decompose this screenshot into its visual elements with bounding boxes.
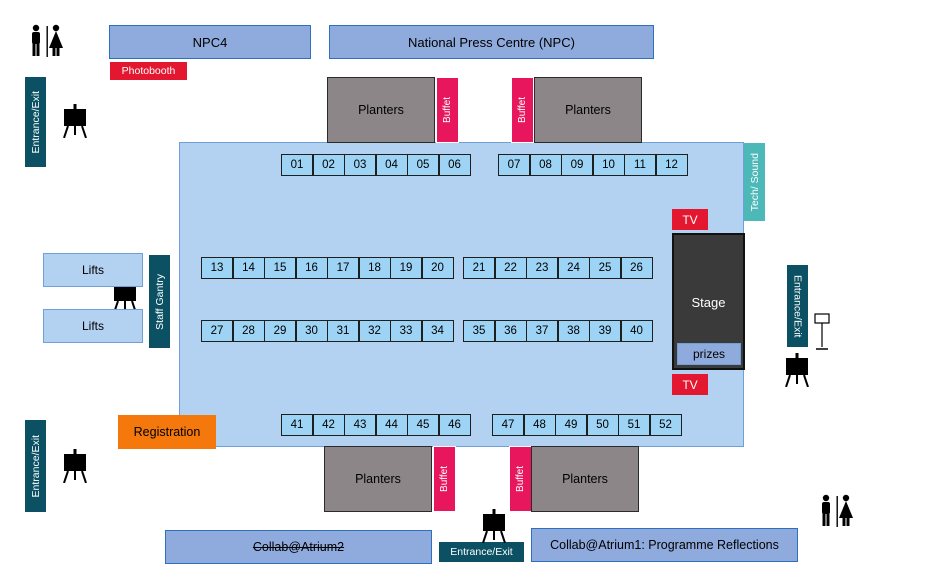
lifts-top: Lifts	[43, 253, 143, 287]
table-18: 18	[358, 257, 391, 279]
table-01: 01	[281, 154, 313, 176]
tv-top: TV	[672, 209, 708, 230]
table-02: 02	[312, 154, 345, 176]
table-08: 08	[529, 154, 562, 176]
table-14: 14	[232, 257, 265, 279]
table-33: 33	[390, 320, 422, 342]
sign-stand-icon	[813, 313, 831, 351]
table-52: 52	[649, 414, 682, 436]
table-12: 12	[655, 154, 688, 176]
restroom-icon	[818, 494, 856, 528]
entrance-exit-bottom-left: Entrance/Exit	[25, 420, 46, 512]
tech-sound-booth: Tech/ Sound	[744, 143, 765, 221]
table-36: 36	[494, 320, 527, 342]
collab-atrium1-room: Collab@Atrium1: Programme Reflections	[531, 528, 798, 562]
entrance-exit-top-left: Entrance/Exit	[25, 77, 46, 167]
registration-desk: Registration	[118, 415, 216, 449]
table-43: 43	[344, 414, 376, 436]
entrance-exit-label: Entrance/Exit	[791, 274, 804, 338]
staff-gantry-label: Staff Gantry	[153, 273, 166, 330]
collab-atrium2-room: Collab@Atrium2	[165, 530, 432, 564]
table-30: 30	[295, 320, 328, 342]
table-39: 39	[589, 320, 621, 342]
easel-icon	[63, 449, 87, 483]
table-20: 20	[421, 257, 454, 279]
table-38: 38	[557, 320, 590, 342]
table-32: 32	[358, 320, 391, 342]
buffet-top-left: Buffet	[436, 77, 459, 143]
entrance-exit-label: Entrance/Exit	[29, 434, 42, 498]
npc4-room: NPC4	[109, 25, 311, 59]
table-04: 04	[375, 154, 408, 176]
table-09: 09	[561, 154, 593, 176]
entrance-exit-label: Entrance/Exit	[29, 90, 42, 154]
table-34: 34	[421, 320, 454, 342]
table-35: 35	[463, 320, 495, 342]
table-07: 07	[498, 154, 530, 176]
buffet-bottom-left: Buffet	[433, 446, 456, 512]
table-27: 27	[201, 320, 233, 342]
table-45: 45	[407, 414, 439, 436]
table-17: 17	[327, 257, 359, 279]
table-47: 47	[492, 414, 524, 436]
collab-atrium2-label: Collab@Atrium2	[252, 540, 345, 554]
tv-bottom: TV	[672, 374, 708, 395]
easel-icon	[785, 353, 809, 387]
table-37: 37	[526, 320, 558, 342]
buffet-top-right: Buffet	[511, 77, 534, 143]
buffet-label: Buffet	[515, 466, 526, 492]
table-50: 50	[586, 414, 619, 436]
table-24: 24	[557, 257, 590, 279]
easel-icon	[63, 104, 87, 138]
table-31: 31	[327, 320, 359, 342]
planters-bottom-left: Planters	[324, 446, 432, 512]
table-05: 05	[407, 154, 439, 176]
table-41: 41	[281, 414, 313, 436]
staff-gantry: Staff Gantry	[149, 255, 170, 348]
table-15: 15	[264, 257, 296, 279]
table-16: 16	[295, 257, 328, 279]
easel-icon	[482, 509, 506, 543]
table-42: 42	[312, 414, 345, 436]
buffet-label: Buffet	[439, 466, 450, 492]
table-48: 48	[523, 414, 556, 436]
planters-top-right: Planters	[534, 77, 642, 143]
table-06: 06	[438, 154, 471, 176]
table-25: 25	[589, 257, 621, 279]
main-hall	[179, 142, 744, 447]
prizes-box: prizes	[677, 343, 741, 365]
planters-bottom-right: Planters	[531, 446, 639, 512]
tech-sound-label: Tech/ Sound	[748, 152, 761, 212]
table-40: 40	[620, 320, 653, 342]
entrance-exit-bottom: Entrance/Exit	[439, 542, 524, 562]
lifts-bottom: Lifts	[43, 309, 143, 343]
restroom-icon	[28, 24, 66, 58]
table-44: 44	[375, 414, 408, 436]
buffet-bottom-right: Buffet	[509, 446, 532, 512]
table-49: 49	[555, 414, 587, 436]
entrance-exit-right: Entrance/Exit	[787, 265, 808, 347]
table-29: 29	[264, 320, 296, 342]
table-11: 11	[624, 154, 656, 176]
planters-top-left: Planters	[327, 77, 435, 143]
stage: Stage prizes	[672, 233, 745, 370]
stage-label: Stage	[691, 295, 726, 310]
buffet-label: Buffet	[442, 97, 453, 123]
table-21: 21	[463, 257, 495, 279]
table-51: 51	[618, 414, 650, 436]
table-22: 22	[494, 257, 527, 279]
photobooth-label: Photobooth	[110, 62, 187, 80]
buffet-label: Buffet	[517, 97, 528, 123]
table-23: 23	[526, 257, 558, 279]
table-28: 28	[232, 320, 265, 342]
table-13: 13	[201, 257, 233, 279]
table-19: 19	[390, 257, 422, 279]
national-press-centre-room: National Press Centre (NPC)	[329, 25, 654, 59]
table-10: 10	[592, 154, 625, 176]
table-26: 26	[620, 257, 653, 279]
table-46: 46	[438, 414, 471, 436]
table-03: 03	[344, 154, 376, 176]
